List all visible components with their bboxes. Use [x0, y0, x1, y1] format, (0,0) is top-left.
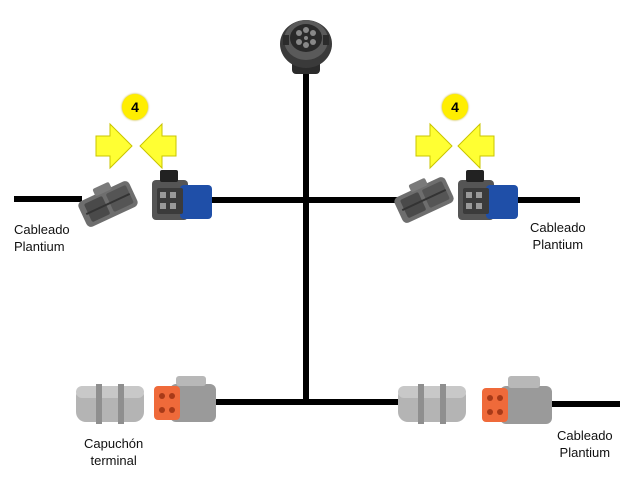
cable-lines: [14, 62, 620, 407]
dt-receptacle-icon: [482, 376, 552, 424]
step-badge-right: 4: [442, 94, 468, 120]
label-line: Plantium: [532, 237, 584, 252]
label-left-top: Cableado Plantium: [14, 221, 70, 255]
arrow-left-icon: [139, 122, 177, 170]
dt-receptacle-icon: [154, 376, 216, 422]
label-line: Capuchón: [84, 436, 144, 451]
label-right-bottom: Cableado Plantium: [557, 427, 613, 461]
male-connector-icon: [394, 177, 454, 223]
label-line: Cableado: [557, 428, 613, 443]
blue-female-connector-icon: [458, 170, 518, 220]
step-badge-left: 4: [122, 94, 148, 120]
label-line: Plantium: [14, 239, 65, 254]
label-line: Plantium: [559, 445, 611, 460]
arrow-right-icon: [95, 122, 133, 170]
label-line: Cableado: [14, 222, 70, 237]
label-left-bottom: Capuchón terminal: [84, 435, 143, 469]
dt-plug-icon: [398, 384, 466, 424]
label-right-top: Cableado Plantium: [530, 219, 586, 253]
dt-plug-icon: [76, 384, 144, 424]
round-connector-icon: [280, 20, 332, 74]
label-line: Cableado: [530, 220, 586, 235]
blue-female-connector-icon: [152, 170, 212, 220]
arrow-right-icon: [415, 122, 453, 170]
male-connector-icon: [78, 181, 138, 227]
label-line: terminal: [90, 453, 137, 468]
arrow-left-icon: [457, 122, 495, 170]
